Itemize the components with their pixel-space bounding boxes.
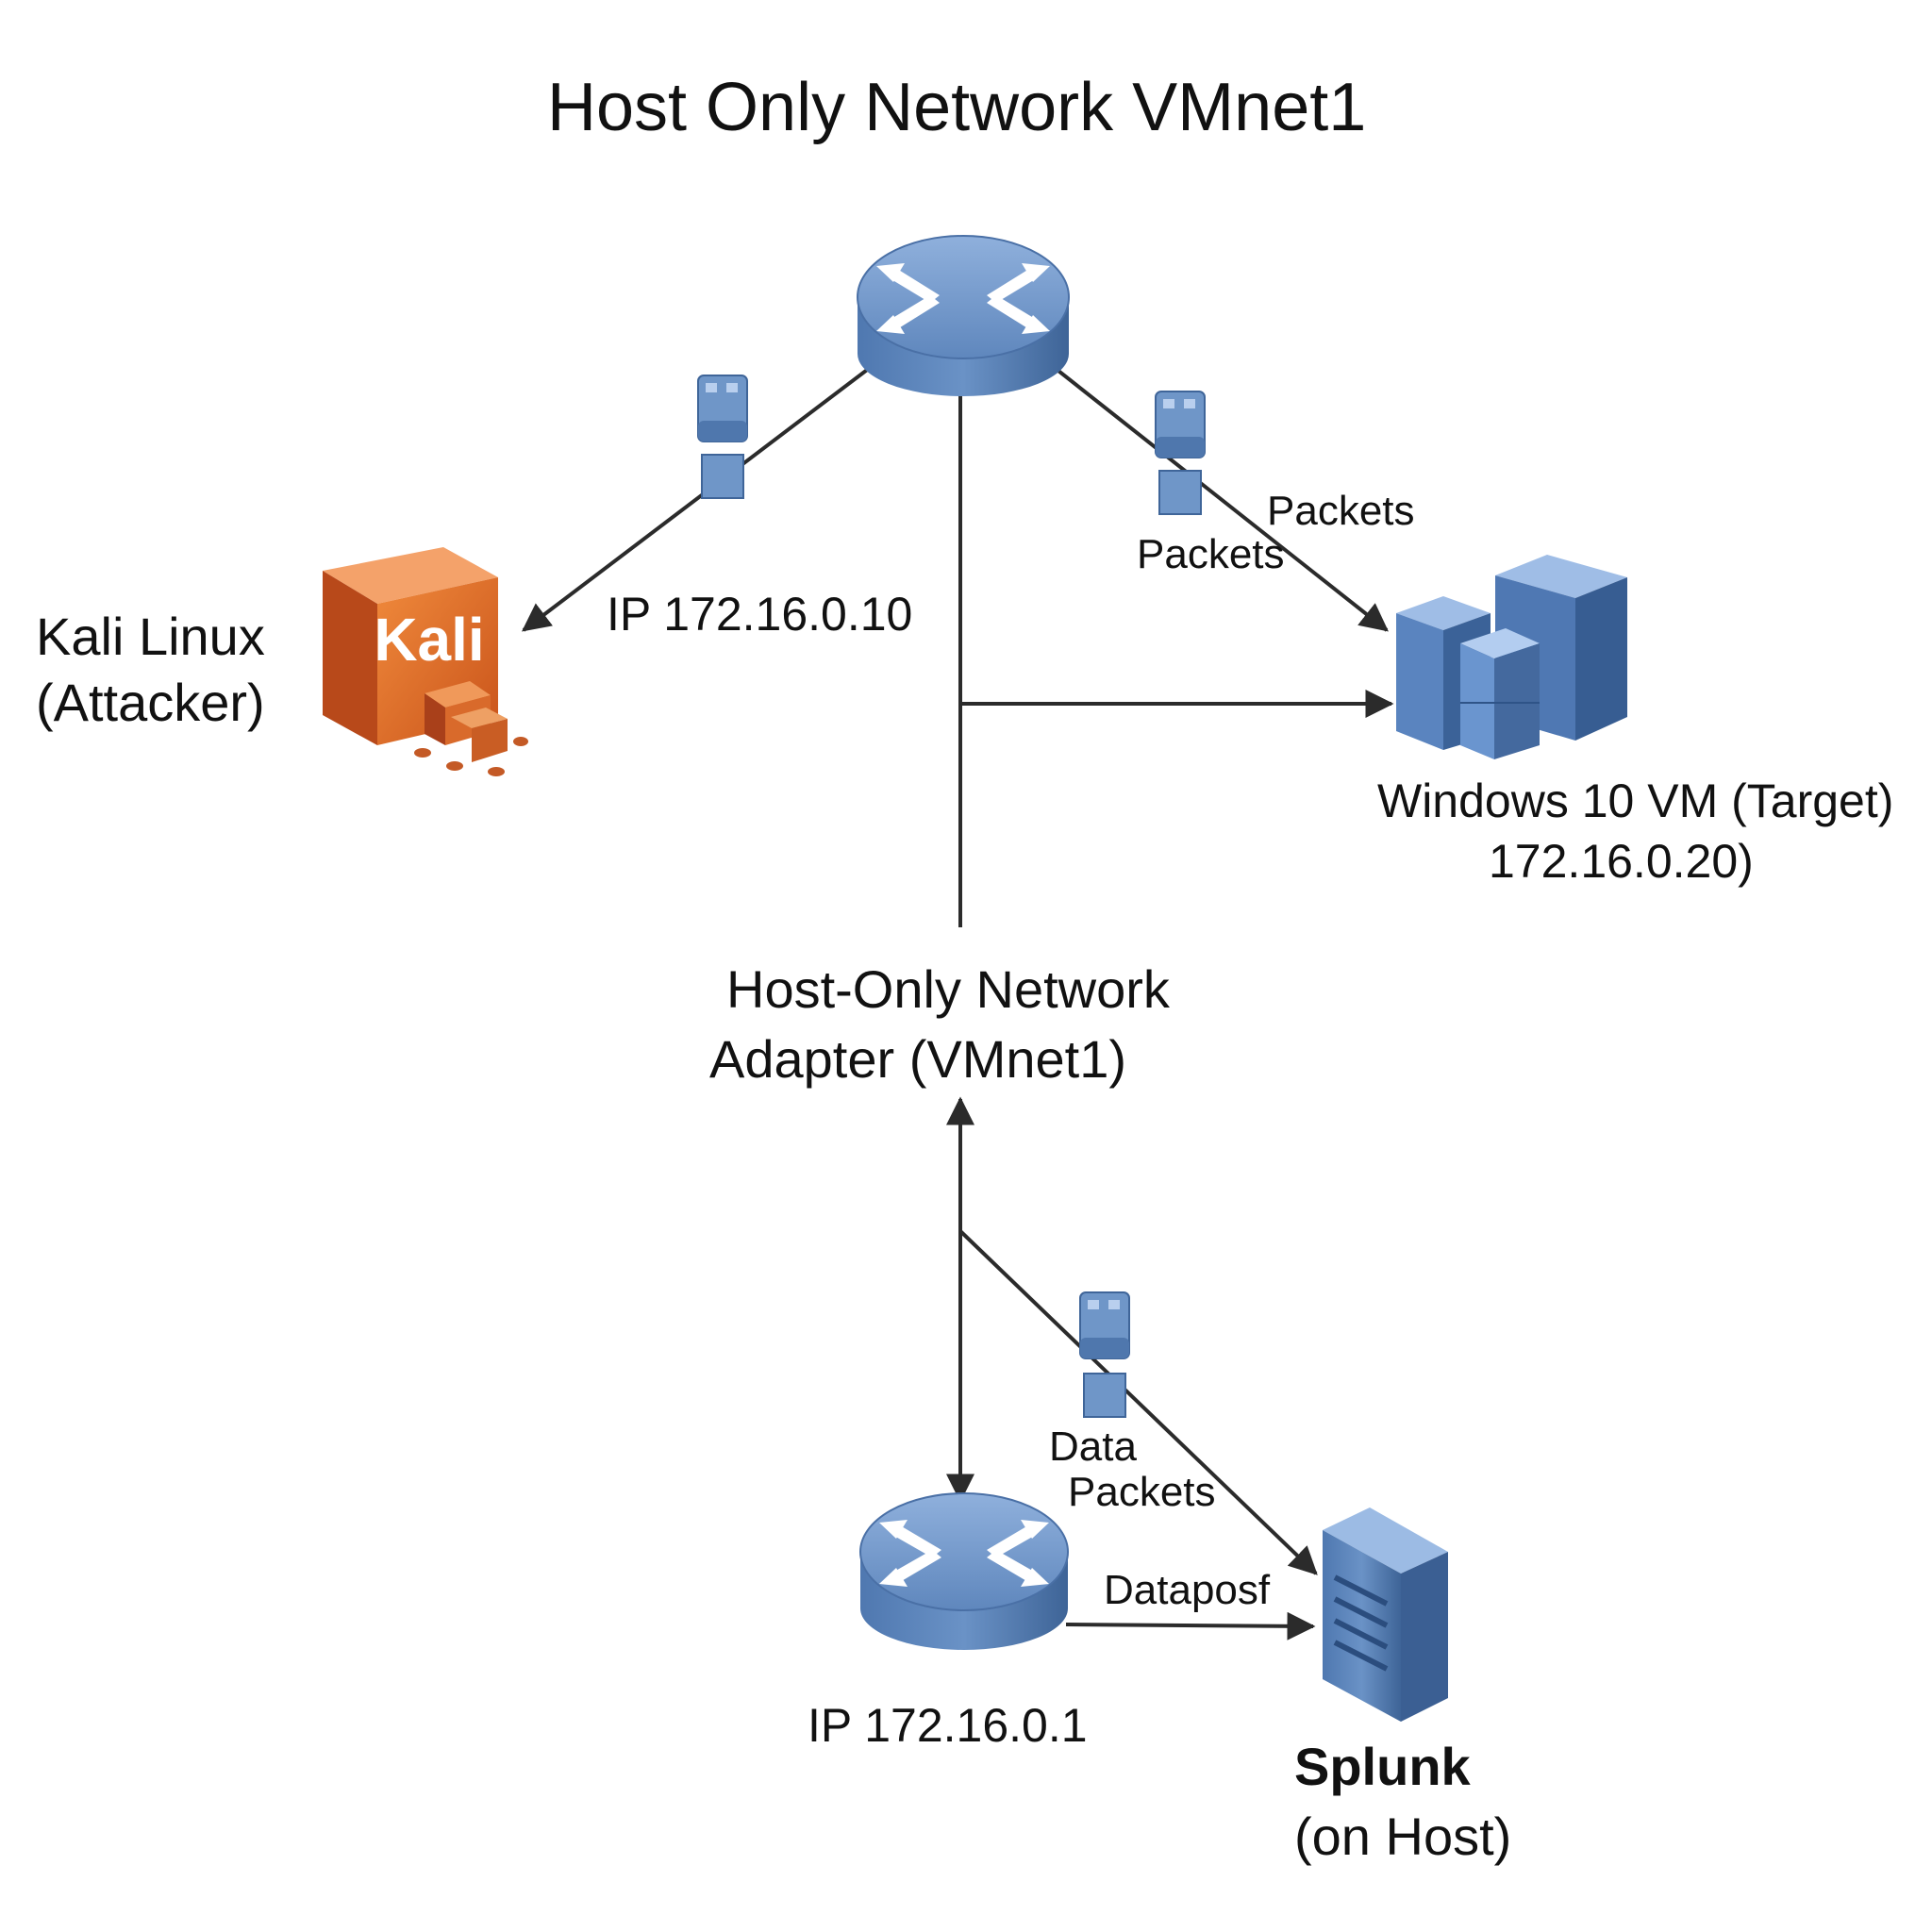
connector-lines (522, 357, 1394, 1641)
server-cluster-icon (1396, 555, 1627, 759)
server-tower-icon (1323, 1507, 1448, 1722)
data-label: Data (1049, 1424, 1137, 1470)
link-router-to-windows (1043, 358, 1389, 632)
splunk-location-label: (on Host) (1294, 1807, 1512, 1866)
windows-ip-label: 172.16.0.20) (1489, 835, 1754, 888)
packet-icon-windows (1155, 391, 1206, 515)
adapter-label-line1: Host-Only Network (726, 959, 1170, 1019)
splunk-name-label: Splunk (1294, 1737, 1471, 1796)
windows-name-label: Windows 10 VM (Target) (1377, 774, 1894, 827)
diagram-title: Host Only Network VMnet1 (547, 70, 1367, 145)
link-adapter-to-splunk (958, 1229, 1318, 1575)
packet-icon-kali (697, 375, 748, 499)
kali-ip-label: IP 172.16.0.10 (607, 588, 913, 641)
packets-label-2: Packets (1137, 531, 1285, 577)
kali-name-label: Kali Linux (36, 607, 265, 666)
data-packets-label: Packets (1068, 1469, 1216, 1515)
datapost-label: Dataposf (1104, 1567, 1271, 1613)
gateway-ip-label: IP 172.16.0.1 (808, 1699, 1088, 1752)
packet-icon-splunk (1079, 1291, 1130, 1418)
router-icon (857, 235, 1070, 396)
kali-logo-text: Kali (374, 606, 484, 674)
link-gateway-to-splunk (1065, 1611, 1316, 1641)
kali-box-icon (323, 547, 528, 776)
kali-role-label: (Attacker) (36, 673, 265, 732)
adapter-label-line2: Adapter (VMnet1) (709, 1029, 1126, 1089)
packets-label-1: Packets (1267, 488, 1415, 534)
gateway-router-icon (859, 1492, 1069, 1650)
